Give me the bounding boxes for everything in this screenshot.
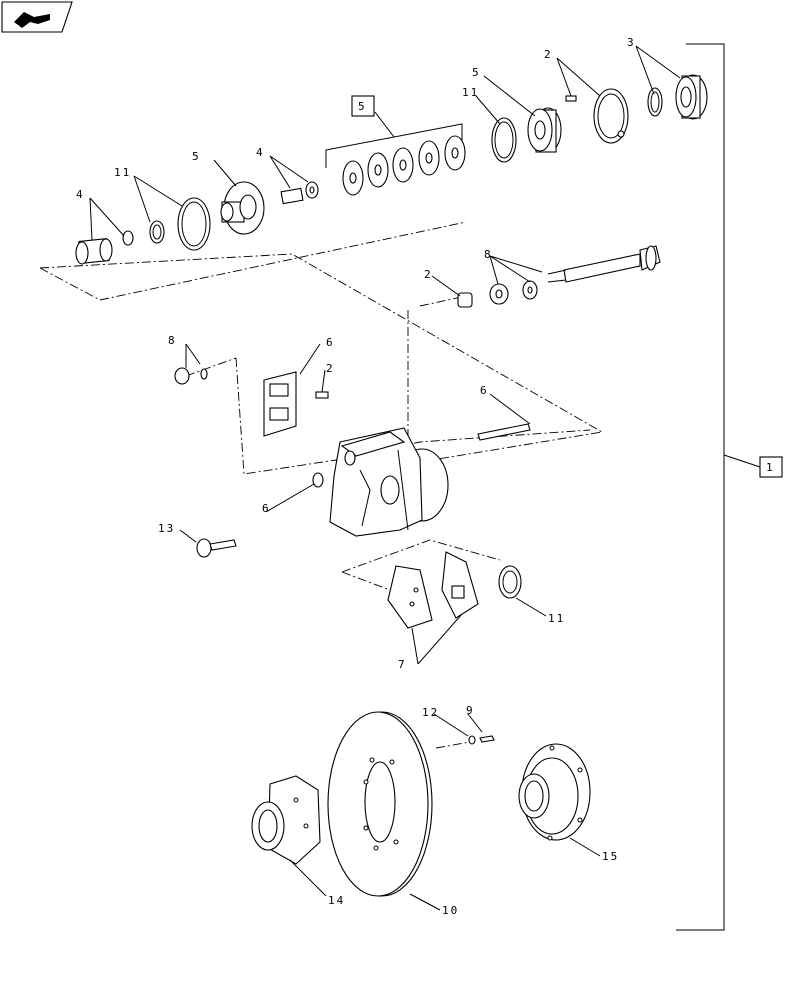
assembly-line-middle: [185, 357, 591, 475]
callout-7: 7: [398, 658, 407, 671]
callout-1: 1: [766, 461, 775, 474]
callout-8-top: 8: [484, 248, 493, 261]
callout-4-top: 4: [256, 146, 265, 159]
retaining-bolt-part: [196, 538, 237, 558]
pin-part: [565, 95, 577, 102]
callout-6-bolt: 6: [480, 384, 489, 397]
callout-12: 12: [422, 706, 439, 719]
assembly-line-lower: [341, 539, 501, 749]
washer-part: [522, 280, 538, 300]
hub-flange-right-part: [518, 743, 591, 841]
circlip-part: [593, 88, 629, 144]
callout-2-top: 2: [544, 48, 553, 61]
caliper-housing-part: [329, 427, 449, 537]
hub-flange-left-part: [251, 775, 321, 865]
callout-11-top: 11: [462, 86, 479, 99]
disc-stack-part: [342, 135, 466, 196]
callout-14: 14: [328, 894, 345, 907]
callout-11-mid: 11: [114, 166, 131, 179]
long-bolt-part: [547, 245, 661, 283]
snap-ring-part: [647, 87, 663, 117]
callout-5-box: 5: [358, 100, 367, 113]
callout-4-left: 4: [76, 188, 85, 201]
brake-pad-pair-part: [387, 551, 479, 629]
callout-6-nut: 6: [262, 502, 271, 515]
pin-part-2: [315, 391, 329, 399]
callout-13: 13: [158, 522, 175, 535]
bushing-part: [527, 107, 562, 153]
callout-box-1: [759, 456, 783, 478]
callout-5-mid: 5: [192, 150, 201, 163]
dowel-part: [457, 292, 473, 308]
assembly-bracket: [676, 43, 761, 931]
callout-3: 3: [627, 36, 636, 49]
callout-2-pin: 2: [326, 362, 335, 375]
callout-2-mid: 2: [424, 268, 433, 281]
callout-8-left: 8: [168, 334, 177, 347]
callout-15: 15: [602, 850, 619, 863]
bearing-part: [675, 74, 708, 120]
callout-box-5: [351, 95, 375, 117]
guide-bolt-part: [477, 423, 531, 441]
assembly-line-upper: [39, 221, 604, 471]
book-arrow-icon[interactable]: [1, 1, 73, 33]
piston-part: [75, 237, 113, 265]
callout-6-plate: 6: [326, 336, 335, 349]
callout-11-low: 11: [548, 612, 565, 625]
callout-9: 9: [466, 704, 475, 717]
shim-plate-part: [263, 371, 297, 437]
callout-10: 10: [442, 904, 459, 917]
brake-disc-part: [327, 711, 433, 897]
guide-bushing-part: [220, 181, 265, 235]
callout-5-top: 5: [472, 66, 481, 79]
piston-pin-part: [280, 181, 319, 205]
spacer-part: [489, 283, 509, 305]
